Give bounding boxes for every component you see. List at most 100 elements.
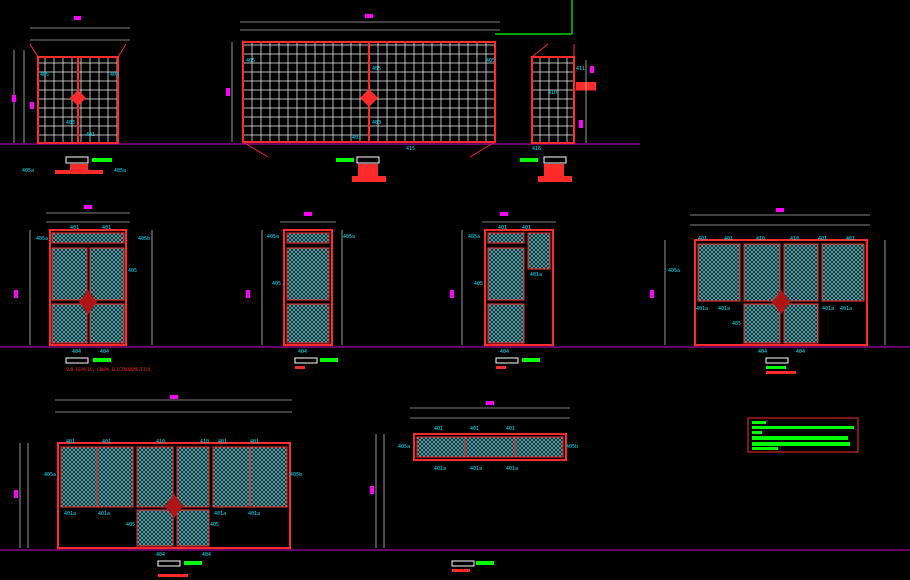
element-label-window-f-2: 401: [506, 426, 515, 432]
element-label-window-f-1: 401: [470, 426, 479, 432]
element-label-door-a-0: 405a: [36, 236, 48, 242]
element-label-door-d-8: 401a: [718, 306, 730, 312]
door-c-tag-red: [496, 366, 506, 369]
door-d-tag-red: [766, 371, 796, 374]
element-label-door-c-3: 405: [474, 281, 483, 287]
element-label-door-e-3: 410: [200, 439, 209, 445]
element-label-gate-left-2: 403: [66, 120, 75, 126]
door-a-note: SUB ESPACIO, GRUPO ELECTRODOMESTICO: [66, 367, 151, 372]
gate-left-elevation: [12, 16, 130, 144]
element-label-door-d-11: 405: [732, 321, 741, 327]
element-label-door-e-9: 401a: [98, 511, 110, 517]
element-label-door-c-1: 401: [522, 225, 531, 231]
element-label-bottom-gate-left-1: 405a: [114, 168, 126, 174]
element-label-door-e-0: 401: [66, 439, 75, 445]
element-label-gate-main-1: 405: [372, 66, 381, 72]
door-b-elevation: [246, 212, 343, 346]
door-b-tag-box: [294, 357, 318, 364]
gate-left-tag-box: [65, 156, 89, 164]
element-label-window-f-5: 401a: [434, 466, 446, 472]
gate-main-base: [358, 164, 378, 178]
element-label-door-c-2: 405a: [468, 234, 480, 240]
element-label-door-e-7: 405b: [290, 472, 302, 478]
door-e-tag-green: [184, 561, 202, 565]
element-label-gate-right-1: 410: [548, 90, 557, 96]
element-label-door-a-5: 404: [72, 349, 81, 355]
element-label-window-f-0: 401: [434, 426, 443, 432]
door-a-tag-green: [93, 358, 111, 362]
door-d-elevation: [650, 208, 886, 346]
door-b-tag-green: [320, 358, 338, 362]
window-f-tag-red: [452, 569, 470, 572]
element-label-gate-right-0: 411: [576, 66, 585, 72]
element-label-door-a-3: 401: [102, 225, 111, 231]
element-label-door-d-13: 404: [796, 349, 805, 355]
element-label-door-d-10: 401a: [840, 306, 852, 312]
element-label-gate-left-1: 405: [110, 72, 119, 78]
door-d-tag-green: [766, 366, 786, 369]
gate-left-tag-green: [92, 158, 112, 162]
gate-left-base: [70, 164, 88, 174]
element-label-door-c-4: 401a: [530, 272, 542, 278]
element-label-door-e-8: 401a: [64, 511, 76, 517]
element-label-door-a-1: 405b: [138, 236, 150, 242]
legend-box: [747, 417, 859, 453]
element-label-door-b-0: 405a: [267, 234, 279, 240]
element-label-door-e-11: 401a: [248, 511, 260, 517]
door-b-tag-red: [295, 366, 305, 369]
gate-main-tag-box: [356, 156, 380, 164]
element-label-door-e-4: 401: [218, 439, 227, 445]
gate-main-elevation: [226, 0, 573, 158]
element-label-gate-main-2: 403: [352, 135, 361, 141]
window-f-elevation: [370, 401, 570, 548]
element-label-door-d-5: 401: [846, 236, 855, 242]
gate-right-base2: [538, 176, 572, 182]
element-label-door-e-1: 401: [102, 439, 111, 445]
element-label-door-e-2: 410: [156, 439, 165, 445]
element-label-gate-main-4: 405: [486, 58, 495, 64]
gate-main-tag-green: [336, 158, 354, 162]
element-label-door-e-14: 404: [156, 552, 165, 558]
element-label-door-d-0: 401: [698, 236, 707, 242]
gate-main-base2: [352, 176, 386, 182]
element-label-door-d-3: 410: [790, 236, 799, 242]
element-label-gate-left-3: 401: [86, 132, 95, 138]
door-e-tag-red: [158, 574, 188, 577]
element-label-door-e-5: 401: [250, 439, 259, 445]
element-label-bottom-gate-main-0: 415: [406, 146, 415, 152]
gate-right-tag-box: [543, 156, 567, 164]
element-label-door-e-6: 405a: [44, 472, 56, 478]
element-label-door-d-4: 401: [818, 236, 827, 242]
element-label-door-e-12: 405: [126, 522, 135, 528]
element-label-window-f-3: 405a: [398, 444, 410, 450]
window-f-tag-box: [451, 560, 475, 567]
gate-right-tag-green: [520, 158, 538, 162]
door-a-tag-box: [65, 357, 89, 364]
door-e-tag-box: [157, 560, 181, 567]
element-label-door-d-6: 405a: [668, 268, 680, 274]
element-label-door-a-2: 401: [70, 225, 79, 231]
element-label-door-d-2: 410: [756, 236, 765, 242]
element-label-door-d-1: 401: [724, 236, 733, 242]
door-c-tag-box: [495, 357, 519, 364]
door-c-tag-green: [522, 358, 540, 362]
element-label-door-a-4: 405: [128, 268, 137, 274]
element-label-window-f-4: 405b: [566, 444, 578, 450]
element-label-bottom-gate-left-0: 405a: [22, 168, 34, 174]
element-label-door-e-15: 404: [202, 552, 211, 558]
element-label-gate-main-3: 403: [372, 120, 381, 126]
element-label-door-c-5: 404: [500, 349, 509, 355]
element-label-window-f-7: 401a: [506, 466, 518, 472]
element-label-gate-main-0: 405: [246, 58, 255, 64]
element-label-door-d-9: 401a: [822, 306, 834, 312]
door-e-elevation: [14, 395, 292, 549]
element-label-door-b-3: 404: [298, 349, 307, 355]
element-label-bottom-gate-right-0: 416: [532, 146, 541, 152]
element-labels-layer: 405 405 403 401 405 405 403 403 405 411 410 405a 405…: [22, 58, 855, 558]
element-label-gate-left-0: 405: [40, 72, 49, 78]
element-label-door-a-6: 404: [100, 349, 109, 355]
element-label-door-c-0: 401: [498, 225, 507, 231]
element-label-door-d-7: 401a: [696, 306, 708, 312]
element-label-door-b-2: 405: [272, 281, 281, 287]
